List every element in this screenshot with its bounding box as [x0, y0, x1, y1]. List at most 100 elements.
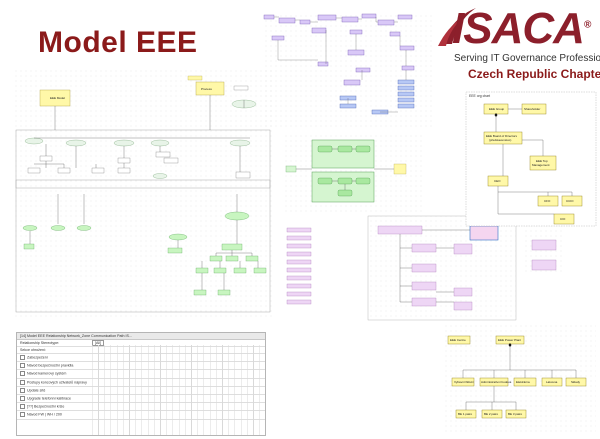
cluster-node[interactable]	[397, 103, 415, 109]
policy-node[interactable]	[411, 281, 437, 291]
row-checkbox[interactable]	[20, 412, 25, 418]
policy-node[interactable]	[377, 225, 423, 235]
model-node[interactable]	[113, 139, 135, 147]
model-node[interactable]	[150, 139, 170, 147]
model-node[interactable]	[233, 85, 249, 91]
row-checkbox[interactable]	[20, 404, 25, 410]
cluster-node[interactable]	[349, 29, 363, 35]
model-node[interactable]	[221, 243, 243, 251]
policy-node[interactable]	[531, 239, 557, 251]
row-checkbox[interactable]	[20, 355, 25, 361]
cluster-node[interactable]	[317, 14, 337, 21]
model-node[interactable]	[65, 139, 87, 147]
cluster-node[interactable]	[299, 19, 311, 25]
model-node[interactable]	[213, 267, 227, 274]
link-item[interactable]	[286, 283, 312, 289]
model-node[interactable]	[225, 255, 239, 262]
model-node[interactable]	[253, 267, 267, 274]
policy-node[interactable]	[411, 263, 437, 273]
model-node[interactable]	[91, 167, 105, 174]
link-item[interactable]	[286, 235, 312, 241]
policy-node[interactable]	[469, 225, 499, 241]
cluster-node[interactable]	[397, 14, 413, 20]
model-node[interactable]	[22, 225, 38, 231]
model-node[interactable]	[50, 225, 66, 231]
process-step[interactable]	[355, 177, 371, 185]
cluster-node[interactable]	[401, 65, 415, 71]
process-step[interactable]	[337, 189, 353, 197]
model-node[interactable]	[235, 171, 251, 179]
link-item[interactable]	[286, 243, 312, 249]
cluster-node[interactable]	[278, 17, 296, 24]
cluster-node[interactable]	[343, 79, 361, 86]
model-node[interactable]	[193, 289, 207, 296]
model-node[interactable]	[155, 151, 171, 158]
model-node[interactable]	[217, 289, 231, 296]
model-node[interactable]	[233, 267, 247, 274]
link-item[interactable]	[286, 299, 312, 305]
cluster-node[interactable]	[397, 97, 415, 103]
row-checkbox[interactable]	[20, 371, 25, 377]
cluster-node[interactable]	[341, 16, 359, 23]
row-checkbox[interactable]	[20, 363, 25, 369]
cluster-node[interactable]	[397, 79, 415, 85]
relationship-matrix[interactable]: [14] Model EEE Relationship Network_Zone…	[16, 332, 266, 436]
cluster-node[interactable]	[317, 61, 329, 67]
model-node[interactable]	[187, 75, 203, 81]
link-item[interactable]	[286, 267, 312, 273]
cluster-node[interactable]	[263, 14, 275, 20]
model-node[interactable]	[57, 167, 71, 174]
link-item[interactable]	[286, 251, 312, 257]
cluster-node[interactable]	[377, 19, 395, 26]
process-step[interactable]	[337, 177, 353, 185]
model-node[interactable]	[27, 167, 41, 174]
policy-node[interactable]	[411, 297, 437, 307]
process-step[interactable]	[317, 177, 333, 185]
model-node[interactable]	[229, 139, 251, 147]
org-node-cio[interactable]	[553, 213, 575, 225]
matrix-tab-bar[interactable]: [14] Model EEE Relationship Network_Zone…	[17, 333, 265, 340]
cluster-node[interactable]	[397, 85, 415, 91]
policy-node[interactable]	[453, 243, 473, 255]
process-step[interactable]	[393, 163, 407, 175]
matrix-grid[interactable]	[92, 345, 265, 435]
model-node[interactable]	[117, 157, 131, 164]
model-node[interactable]	[23, 243, 35, 250]
cluster-node[interactable]	[355, 67, 371, 73]
row-checkbox[interactable]	[20, 387, 25, 393]
link-item[interactable]	[286, 275, 312, 281]
model-node[interactable]	[245, 255, 259, 262]
cluster-node[interactable]	[389, 31, 401, 37]
link-item[interactable]	[286, 291, 312, 297]
policy-node[interactable]	[411, 243, 437, 253]
process-step[interactable]	[285, 165, 297, 173]
model-node[interactable]	[24, 137, 44, 145]
cluster-node[interactable]	[397, 91, 415, 97]
model-node[interactable]	[76, 225, 92, 231]
policy-node[interactable]	[453, 301, 473, 311]
model-node[interactable]	[224, 211, 250, 221]
link-item[interactable]	[286, 227, 312, 233]
model-node[interactable]	[152, 173, 168, 179]
row-checkbox[interactable]	[20, 379, 25, 385]
cluster-node[interactable]	[271, 35, 285, 41]
link-item[interactable]	[286, 259, 312, 265]
process-step[interactable]	[355, 145, 371, 153]
model-node[interactable]	[195, 267, 209, 274]
policy-node[interactable]	[531, 259, 557, 271]
model-node[interactable]	[209, 255, 223, 262]
cluster-node[interactable]	[347, 49, 365, 56]
cluster-node[interactable]	[311, 27, 327, 34]
process-step[interactable]	[317, 145, 333, 153]
cluster-node[interactable]	[399, 45, 415, 51]
facility-node-centre[interactable]	[447, 335, 471, 345]
model-node[interactable]	[168, 233, 188, 241]
model-node[interactable]	[39, 155, 53, 162]
process-step[interactable]	[337, 145, 353, 153]
cluster-node[interactable]	[339, 103, 357, 109]
policy-node[interactable]	[453, 287, 473, 297]
model-node[interactable]	[163, 157, 179, 164]
model-node[interactable]	[117, 167, 131, 174]
row-checkbox[interactable]	[20, 396, 25, 402]
model-node[interactable]	[167, 247, 183, 254]
